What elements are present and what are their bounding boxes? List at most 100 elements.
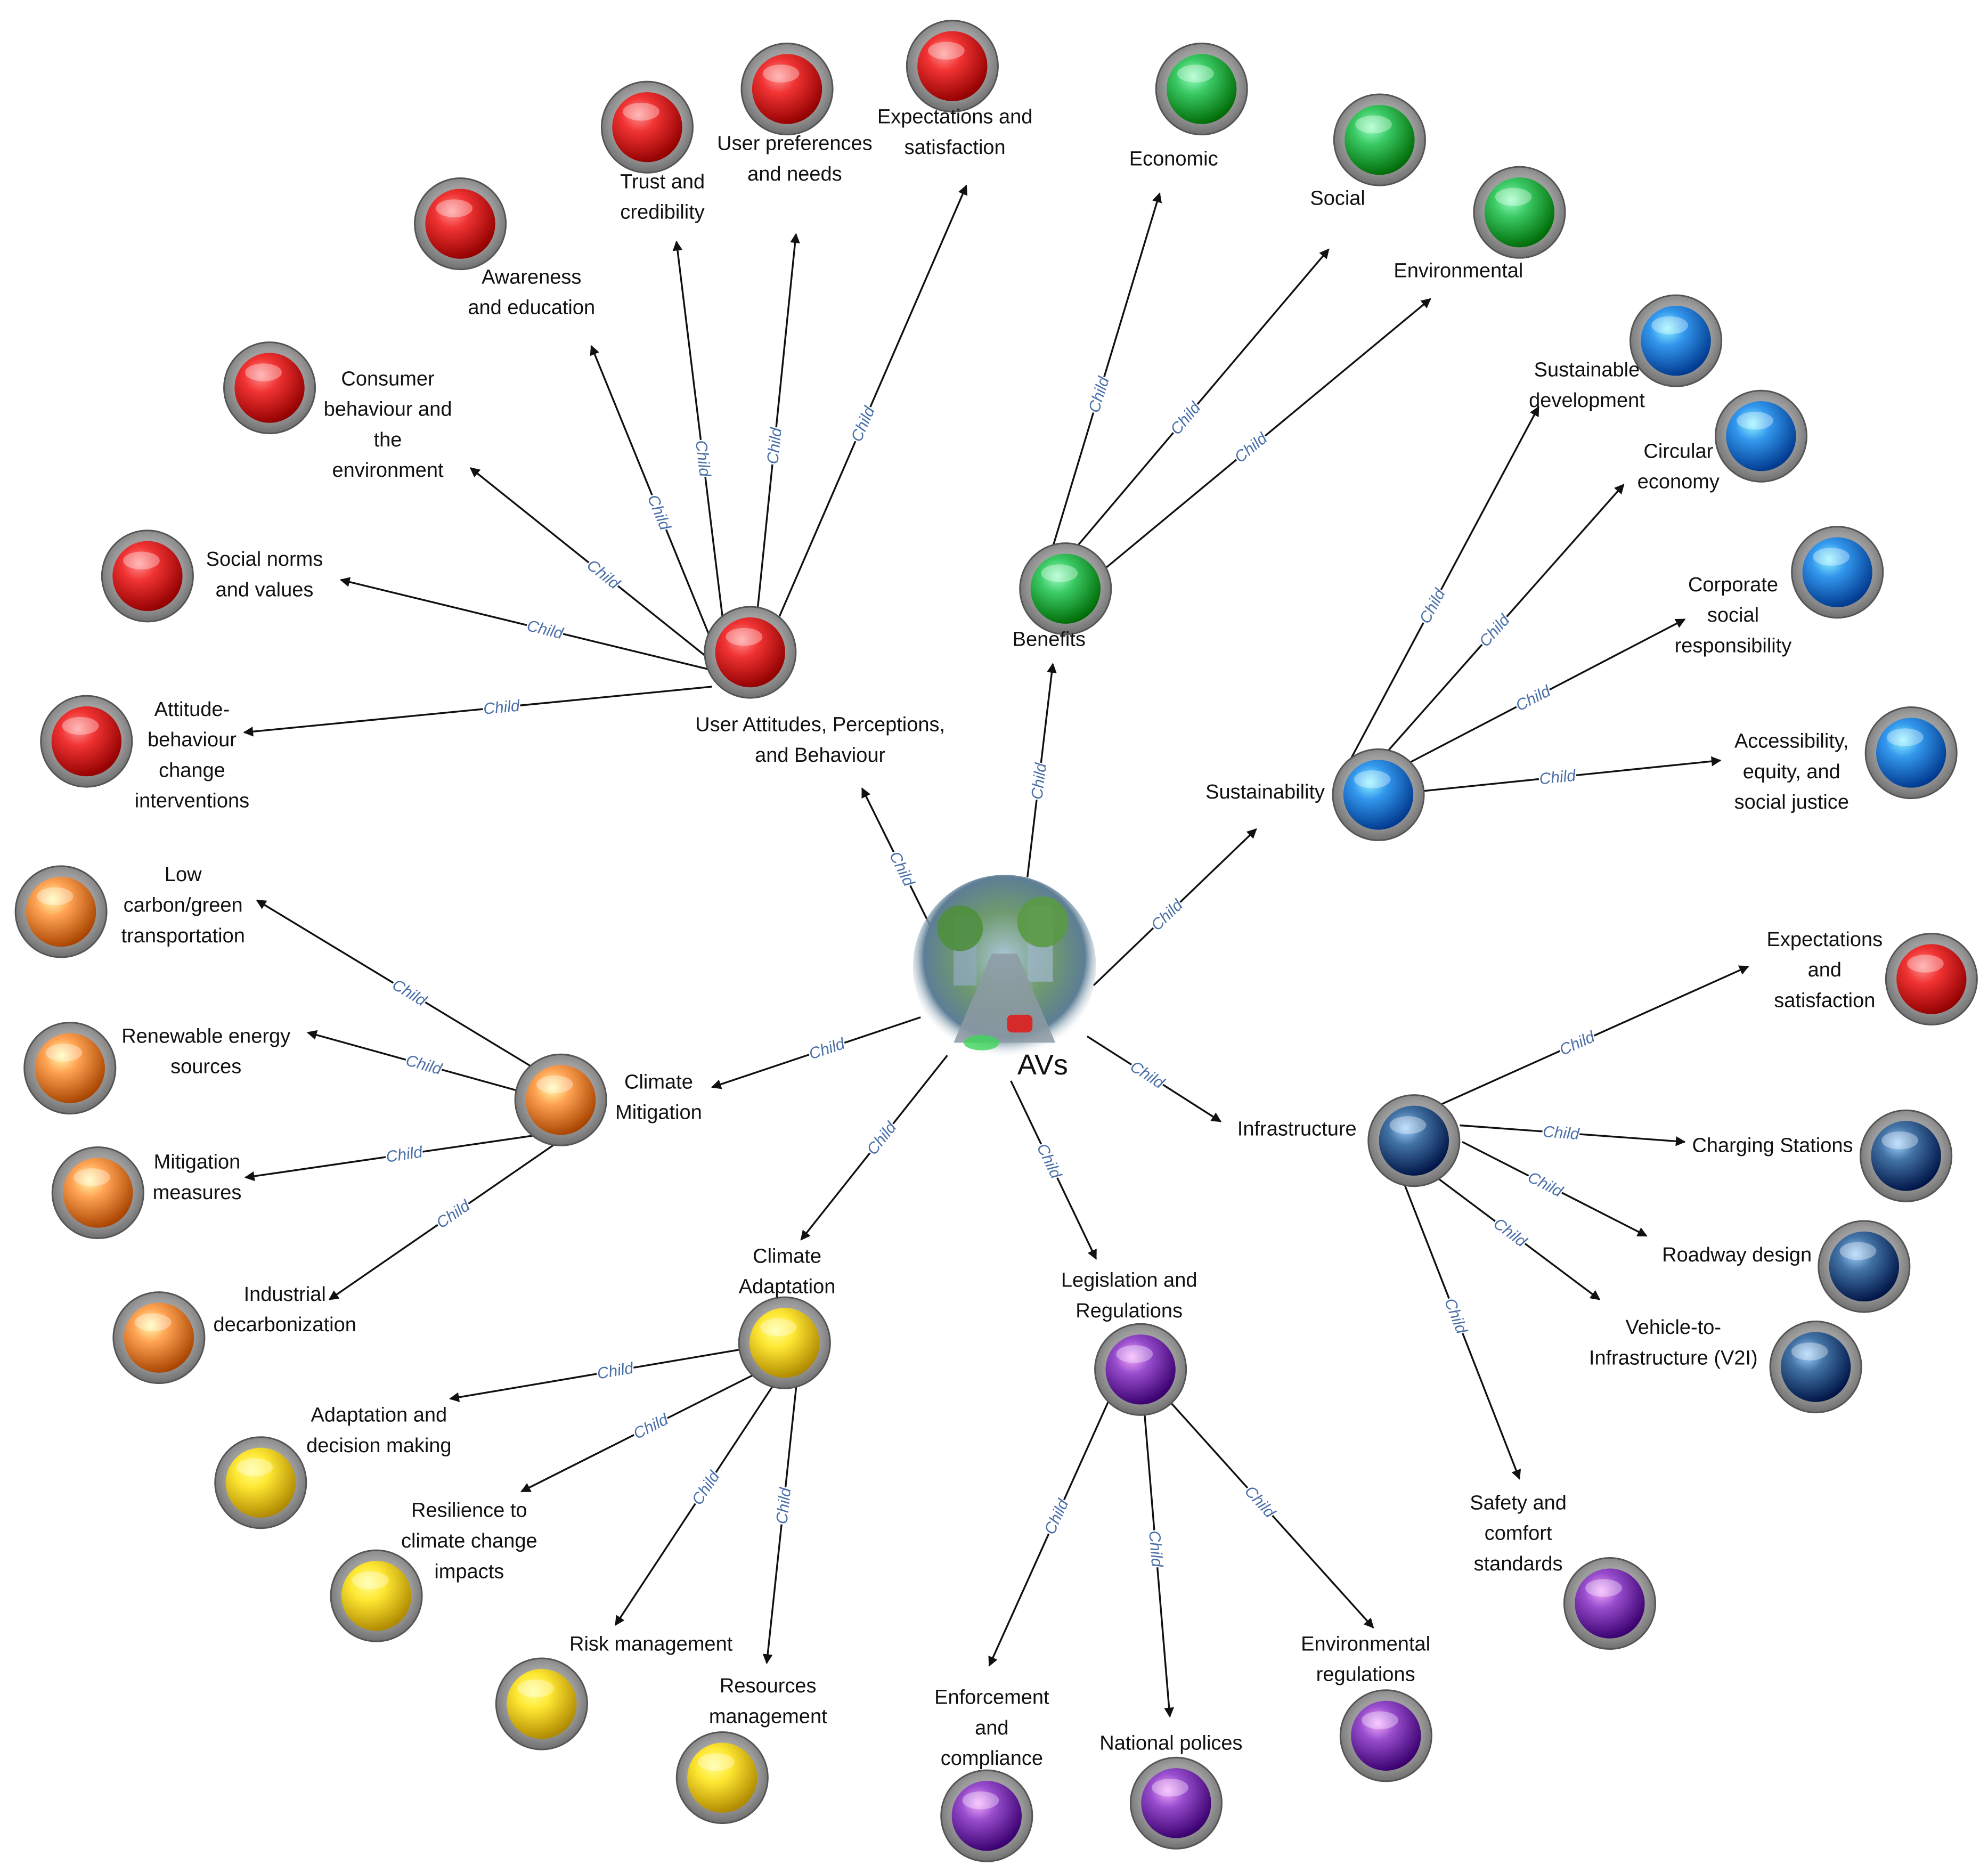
child-node-infrastructure-4[interactable]	[1563, 1557, 1656, 1650]
child-label-benefits-0-line: Economic	[1129, 148, 1218, 170]
child-node-mitigation-3[interactable]	[112, 1291, 206, 1385]
edge-legislation-child-0: Child	[988, 1394, 1112, 1667]
category-label-sustainability-line: Sustainability	[1205, 781, 1325, 803]
category-node-legislation[interactable]	[1094, 1323, 1187, 1416]
category-node-benefits[interactable]	[1019, 542, 1112, 636]
edge-legislation-child-2: Child	[1167, 1398, 1374, 1628]
child-node-legislation-1[interactable]	[1129, 1756, 1223, 1850]
child-node-sustainability-2[interactable]	[1791, 526, 1884, 619]
edge-benefits-child-2: Child	[1103, 298, 1431, 571]
child-label-user-4-line: Trust and	[620, 170, 705, 193]
category-node-infrastructure[interactable]	[1367, 1094, 1461, 1187]
child-label-user-2-line: the	[374, 429, 402, 451]
child-label-sustainability-3-line: equity, and	[1743, 761, 1840, 783]
category-node-user[interactable]	[704, 606, 797, 699]
root-label: AVs	[1017, 1049, 1068, 1081]
category-node-adaptation[interactable]	[738, 1296, 831, 1389]
child-label-user-3-line: Awareness	[482, 266, 581, 288]
child-node-infrastructure-0[interactable]	[1885, 932, 1978, 1026]
edge-label: Child	[1167, 398, 1204, 438]
root-label-line: AVs	[1017, 1049, 1068, 1081]
category-node-mitigation[interactable]	[514, 1053, 607, 1146]
child-label-adaptation-0-line: Adaptation and	[311, 1404, 447, 1427]
child-label-mitigation-0-line: carbon/green	[124, 894, 243, 916]
child-label-user-0-line: change	[159, 759, 225, 781]
category-label-infrastructure: Infrastructure	[1237, 1118, 1357, 1141]
edge-adaptation-child-0: Child	[449, 1347, 751, 1403]
edge-infrastructure-child-1: Child	[1460, 1121, 1686, 1146]
edge-infrastructure-child-0: Child	[1436, 965, 1749, 1107]
child-node-sustainability-3[interactable]	[1864, 706, 1958, 800]
child-node-infrastructure-1[interactable]	[1860, 1109, 1953, 1202]
child-node-mitigation-1[interactable]	[23, 1022, 117, 1115]
edge-benefits-child-1: Child	[1067, 248, 1330, 558]
child-label-user-2-line: behaviour and	[324, 398, 452, 421]
child-node-user-0[interactable]	[40, 695, 133, 788]
child-label-mitigation-2-line: measures	[153, 1182, 242, 1204]
edge-infrastructure-child-3: Child	[1436, 1177, 1601, 1300]
edge-user-child-2: Child	[469, 467, 713, 662]
edge-root-to-legislation: Child	[1010, 1080, 1097, 1260]
edge-user-child-0: Child	[243, 686, 712, 737]
child-label-user-1-line: and values	[216, 579, 314, 601]
category-label-benefits-line: Benefits	[1013, 629, 1086, 651]
child-node-user-2[interactable]	[223, 341, 316, 435]
edge-label: Child	[1490, 1215, 1530, 1251]
child-label-mitigation-3-line: Industrial	[244, 1283, 326, 1306]
edge-mitigation-child-3: Child	[328, 1143, 555, 1300]
category-label-user: User Attitudes, Perceptions,and Behaviou…	[695, 714, 945, 767]
child-label-mitigation-0-line: Low	[165, 864, 202, 886]
child-node-benefits-1[interactable]	[1333, 93, 1426, 186]
category-label-benefits: Benefits	[1013, 629, 1086, 651]
child-node-benefits-2[interactable]	[1473, 166, 1566, 259]
child-node-sustainability-1[interactable]	[1714, 389, 1808, 483]
child-node-infrastructure-2[interactable]	[1818, 1220, 1911, 1313]
root-node-avs[interactable]	[912, 875, 1096, 1058]
child-label-user-6-line: Expectations and	[877, 106, 1033, 128]
child-node-mitigation-0[interactable]	[14, 865, 108, 958]
child-label-legislation-0: Enforcement and compliance	[934, 1687, 1049, 1770]
child-node-infrastructure-3[interactable]	[1769, 1320, 1862, 1414]
child-label-infrastructure-3-line: Infrastructure (V2I)	[1589, 1347, 1758, 1369]
edge-label: Child	[433, 1196, 474, 1232]
edge-root-to-infrastructure: Child	[1086, 1035, 1222, 1122]
child-label-legislation-0-line: compliance	[941, 1747, 1043, 1770]
child-node-user-1[interactable]	[101, 530, 194, 623]
edge-root-to-sustainability: Child	[1093, 828, 1257, 987]
category-label-sustainability: Sustainability	[1205, 781, 1325, 803]
child-label-legislation-0-line: Enforcement	[934, 1687, 1049, 1709]
child-node-user-3[interactable]	[414, 177, 507, 271]
child-node-user-4[interactable]	[600, 80, 694, 174]
child-node-adaptation-1[interactable]	[330, 1549, 423, 1642]
category-node-sustainability[interactable]	[1332, 748, 1425, 841]
child-node-legislation-2[interactable]	[1339, 1689, 1432, 1782]
child-label-mitigation-2-line: Mitigation	[154, 1151, 241, 1174]
edge-label: Child	[1028, 761, 1050, 800]
child-label-sustainability-0-line: development	[1529, 389, 1645, 412]
child-label-legislation-1: National polices	[1099, 1732, 1242, 1755]
child-label-mitigation-1-line: Renewable energy	[121, 1025, 290, 1047]
child-node-adaptation-0[interactable]	[214, 1436, 307, 1529]
child-node-legislation-0[interactable]	[940, 1769, 1033, 1862]
category-label-legislation-line: Regulations	[1076, 1300, 1183, 1322]
child-label-user-6-line: satisfaction	[905, 136, 1006, 159]
child-node-user-5[interactable]	[740, 43, 834, 136]
child-node-user-6[interactable]	[906, 20, 999, 113]
child-node-sustainability-0[interactable]	[1629, 294, 1723, 387]
edge-sustainability-child-3: Child	[1424, 756, 1722, 792]
edge-label: Child	[483, 697, 522, 718]
child-node-adaptation-3[interactable]	[675, 1731, 769, 1825]
child-node-adaptation-2[interactable]	[495, 1657, 588, 1750]
child-node-mitigation-2[interactable]	[51, 1146, 144, 1240]
child-label-user-0-line: behaviour	[148, 729, 237, 751]
child-node-benefits-0[interactable]	[1155, 43, 1248, 136]
child-label-legislation-0-line: and	[975, 1717, 1008, 1739]
